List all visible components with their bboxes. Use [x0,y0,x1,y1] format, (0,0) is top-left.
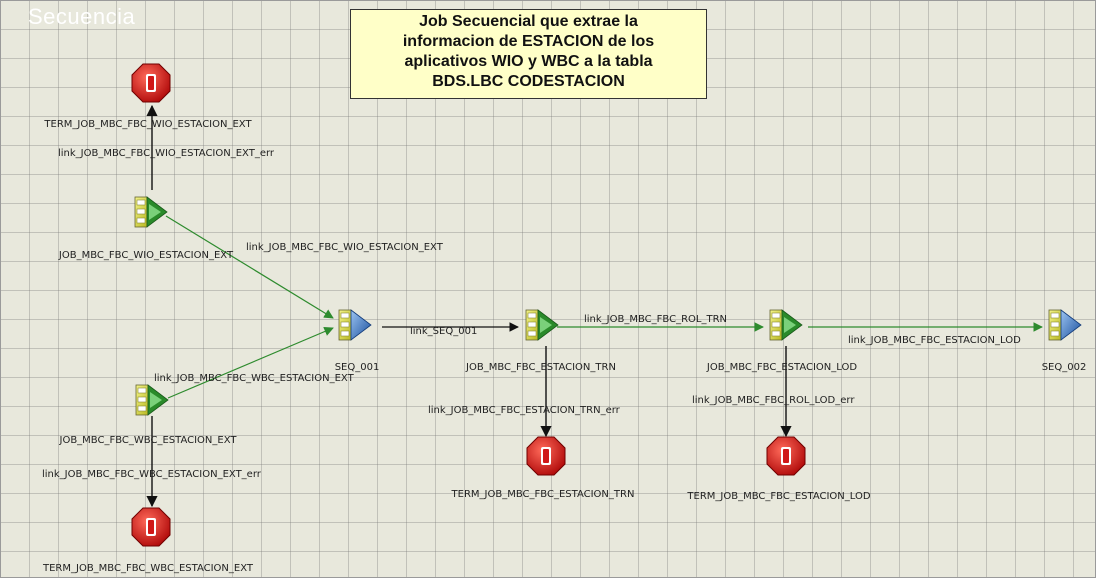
seq002-sequencer-icon[interactable] [1048,309,1082,341]
link-line-wio-ok[interactable] [165,215,334,319]
annotation-line: BDS.LBC CODESTACION [432,73,625,90]
stage-label: JOB_MBC_FBC_ESTACION_LOD [706,362,857,373]
annotation-note[interactable]: Job Secuencial que extrae la informacion… [350,9,707,99]
stage-label: JOB_MBC_FBC_WBC_ESTACION_EXT [59,435,238,446]
link-label: link_JOB_MBC_FBC_WBC_ESTACION_EXT [154,373,355,384]
link-label: link_JOB_MBC_FBC_ROL_TRN [584,314,727,325]
link-label: link_JOB_MBC_FBC_WIO_ESTACION_EXT_err [58,148,275,159]
stage-label: TERM_JOB_MBC_FBC_WBC_ESTACION_EXT [42,563,254,574]
seq001-sequencer-icon[interactable] [338,309,372,341]
stage-label: SEQ_002 [1042,362,1087,373]
link-label: link_JOB_MBC_FBC_ROL_LOD_err [692,395,855,406]
term-trn-stop-icon[interactable] [526,436,566,476]
job-wbc-activity-icon[interactable] [135,384,169,416]
term-wbc-stop-icon[interactable] [131,507,171,547]
link-label: link_JOB_MBC_FBC_ESTACION_LOD [848,335,1021,346]
job-wio-activity-icon[interactable] [134,196,168,228]
annotation-line: aplicativos WIO y WBC a la tabla [404,53,653,70]
annotation-line: informacion de ESTACION de los [402,33,655,50]
annotation-line: Job Secuencial que extrae la [419,13,638,30]
stage-label: JOB_MBC_FBC_ESTACION_TRN [465,362,616,373]
link-line-wbc-ok[interactable] [167,326,334,399]
link-label: link_SEQ_001 [410,326,477,337]
stage-label: TERM_JOB_MBC_FBC_WIO_ESTACION_EXT [43,119,252,130]
stage-label: TERM_JOB_MBC_FBC_ESTACION_LOD [686,491,870,502]
stage-label: TERM_JOB_MBC_FBC_ESTACION_TRN [451,489,635,500]
term-wio-stop-icon[interactable] [131,63,171,103]
job-lod-activity-icon[interactable] [769,309,803,341]
job-trn-activity-icon[interactable] [525,309,559,341]
stage-label: SEQ_001 [335,362,380,373]
canvas-watermark: Secuencia [28,4,136,29]
term-lod-stop-icon[interactable] [766,436,806,476]
stage-label: JOB_MBC_FBC_WIO_ESTACION_EXT [58,250,234,261]
link-label: link_JOB_MBC_FBC_WIO_ESTACION_EXT [246,242,444,253]
link-label: link_JOB_MBC_FBC_ESTACION_TRN_err [428,405,621,416]
link-label: link_JOB_MBC_FBC_WBC_ESTACION_EXT_err [42,469,262,480]
